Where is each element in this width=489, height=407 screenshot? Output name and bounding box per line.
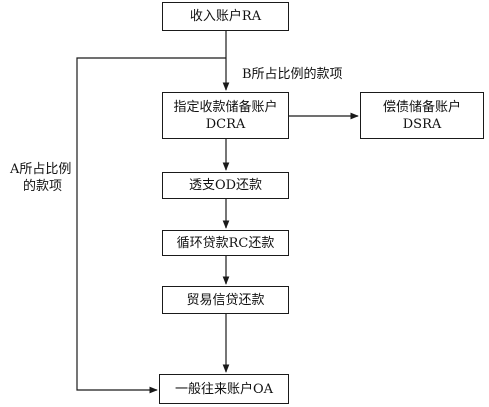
node-ra: 收入账户RA (162, 2, 289, 31)
node-trade-label: 贸易信贷还款 (186, 292, 265, 308)
arrow-bypass-to-oa (76, 57, 226, 394)
edge-label-a-share-line2: 的款项 (23, 179, 63, 194)
node-trade: 贸易信贷还款 (162, 286, 289, 314)
node-dcra-code: DCRA (205, 116, 246, 132)
edge-label-a-share-line1: A所占比例 (10, 162, 72, 177)
node-rc: 循环贷款RC还款 (162, 230, 289, 256)
node-ra-label: 收入账户RA (189, 9, 262, 24)
edge-label-b-share: B所占比例的款项 (242, 67, 343, 82)
node-od: 透支OD还款 (162, 172, 289, 199)
node-dsra: 偿债储备账户 DSRA (360, 92, 484, 139)
node-dsra-code: DSRA (402, 116, 442, 132)
node-dcra: 指定收款储备账户 DCRA (162, 92, 289, 139)
node-oa: 一般往来账户OA (159, 374, 289, 404)
node-rc-label: 循环贷款RC还款 (176, 235, 275, 251)
node-od-label: 透支OD还款 (188, 178, 263, 193)
node-dsra-label: 偿债储备账户 (382, 99, 461, 115)
node-dcra-label: 指定收款储备账户 (173, 99, 278, 115)
node-oa-label: 一般往来账户OA (174, 381, 274, 397)
